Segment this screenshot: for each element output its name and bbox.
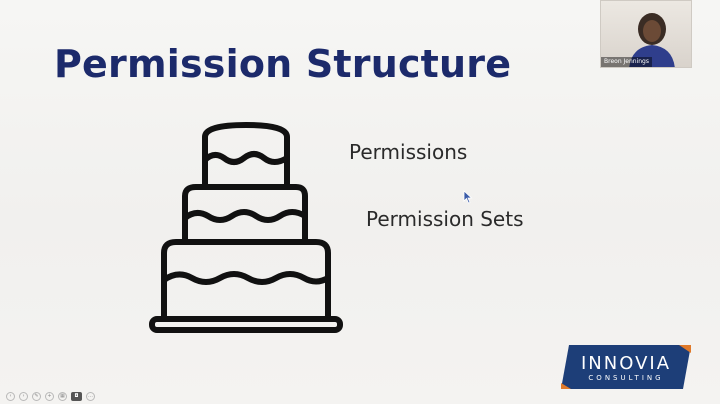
mouse-pointer-icon	[463, 190, 473, 204]
zoom-icon[interactable]: +	[45, 391, 54, 401]
camera-icon[interactable]: ◘	[71, 391, 82, 401]
participant-video-tile[interactable]: Breon Jennings	[600, 0, 692, 68]
logo-tagline: CONSULTING	[588, 374, 664, 382]
logo-name: INNOVIA	[580, 353, 672, 374]
participant-avatar	[629, 13, 675, 67]
permissions-label: Permissions	[349, 140, 468, 164]
arrow-left-icon[interactable]: ‹	[6, 391, 15, 401]
arrow-right-icon[interactable]: ›	[19, 391, 28, 401]
pen-icon[interactable]: ✎	[32, 391, 41, 401]
participant-name: Breon Jennings	[601, 57, 652, 67]
permission-sets-label: Permission Sets	[366, 207, 524, 231]
layered-cake-icon	[149, 122, 343, 333]
innovia-logo: INNOVIA CONSULTING	[561, 343, 691, 391]
grid-icon[interactable]: ▦	[58, 391, 67, 401]
slide-title: Permission Structure	[54, 42, 512, 86]
presentation-toolbar: ‹ › ✎ + ▦ ◘ …	[6, 390, 95, 402]
more-icon[interactable]: …	[86, 391, 95, 401]
